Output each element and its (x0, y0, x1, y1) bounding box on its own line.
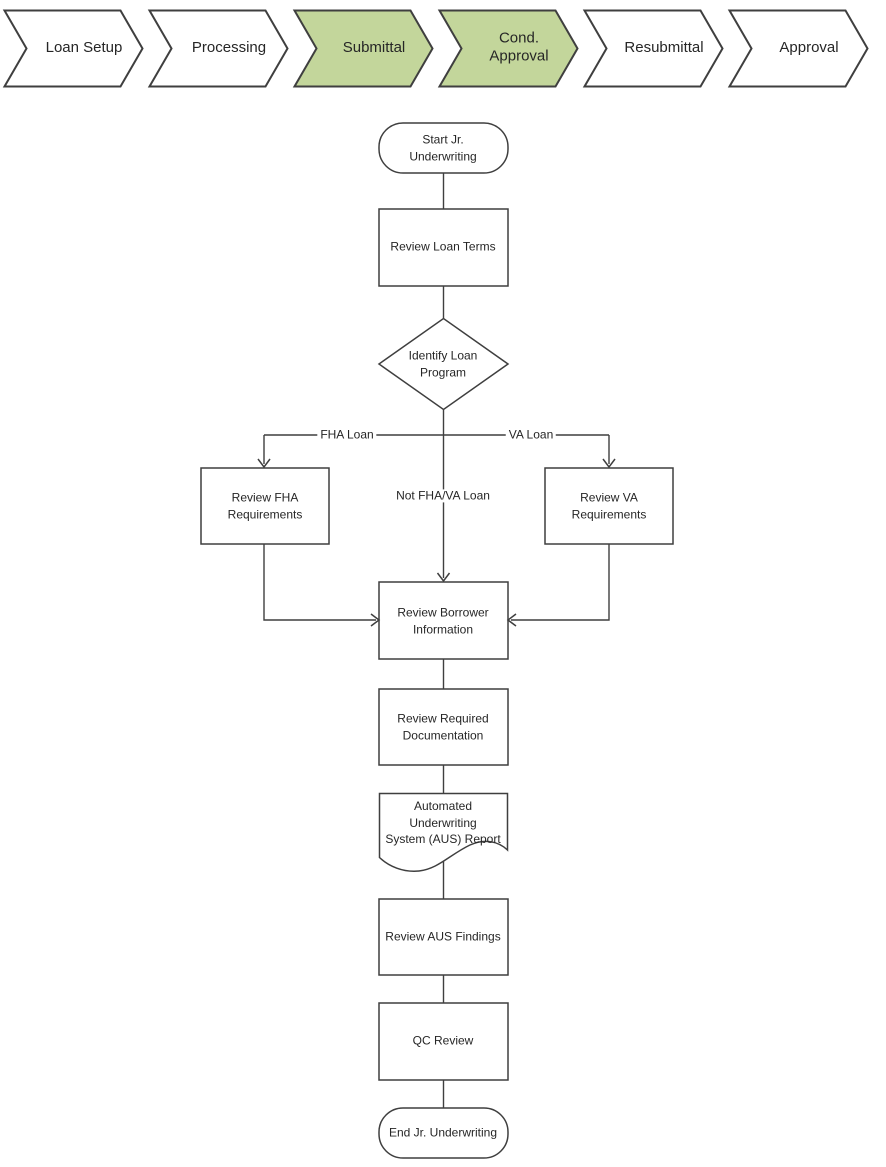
review-loan-terms-label: Review Loan Terms (390, 239, 496, 254)
review-borrower-information-shape (378, 581, 509, 660)
arrowhead-into-borrower-right (506, 613, 517, 627)
aus-report-label: Automated Underwriting System (AUS) Repo… (385, 799, 501, 847)
connector-va-to-borrower (511, 544, 610, 621)
end-terminator-label: End Jr. Underwriting (388, 1125, 498, 1140)
arrowhead-into-borrower-left (370, 613, 381, 627)
start-terminator-label: Start Jr. Underwriting (409, 132, 477, 163)
arrowhead-into-borrower-top (436, 572, 451, 583)
identify-loan-program-label: Identify Loan Program (408, 348, 478, 379)
stage-label-loan-setup: Loan Setup (45, 38, 123, 56)
stage-label-submittal: Submittal (342, 38, 406, 56)
stage-chevron-loan-setup (2, 9, 144, 88)
review-aus-findings-shape (378, 898, 509, 976)
review-borrower-information-label: Review Borrower Information (397, 605, 489, 636)
review-required-documentation-label: Review Required Documentation (397, 711, 489, 742)
connector-fha-to-borrower (263, 544, 376, 621)
stage-chevron-resubmittal (582, 9, 724, 88)
stage-chevron-processing (147, 9, 289, 88)
stage-label-processing: Processing (191, 38, 267, 56)
stage-label-resubmittal: Resubmittal (624, 38, 704, 56)
stage-chevron-submittal (292, 9, 434, 88)
review-fha-requirements-shape (200, 467, 330, 545)
edge-label-not-fha-va-loan: Not FHA/VA Loan (393, 489, 493, 503)
qc-review-shape (378, 1002, 509, 1081)
review-va-requirements-shape (544, 467, 674, 545)
review-fha-requirements-label: Review FHA Requirements (227, 490, 303, 521)
stage-label-cond-approval: Cond. Approval (489, 29, 549, 65)
stage-chevron-cond-approval (437, 9, 579, 88)
review-va-requirements-label: Review VA Requirements (571, 490, 647, 521)
edge-label-fha-loan: FHA Loan (317, 428, 377, 442)
stage-chevron-approval (727, 9, 869, 88)
aus-report-document-shape (378, 792, 509, 872)
process-banner (2, 9, 869, 88)
identify-loan-program-decision-shape (377, 317, 510, 411)
stage-label-approval: Approval (779, 38, 839, 56)
edge-label-va-loan: VA Loan (505, 428, 557, 442)
qc-review-label: QC Review (412, 1033, 474, 1048)
review-aus-findings-label: Review AUS Findings (385, 929, 501, 944)
arrowhead-into-va (602, 458, 616, 469)
arrowhead-into-fha (257, 458, 271, 469)
